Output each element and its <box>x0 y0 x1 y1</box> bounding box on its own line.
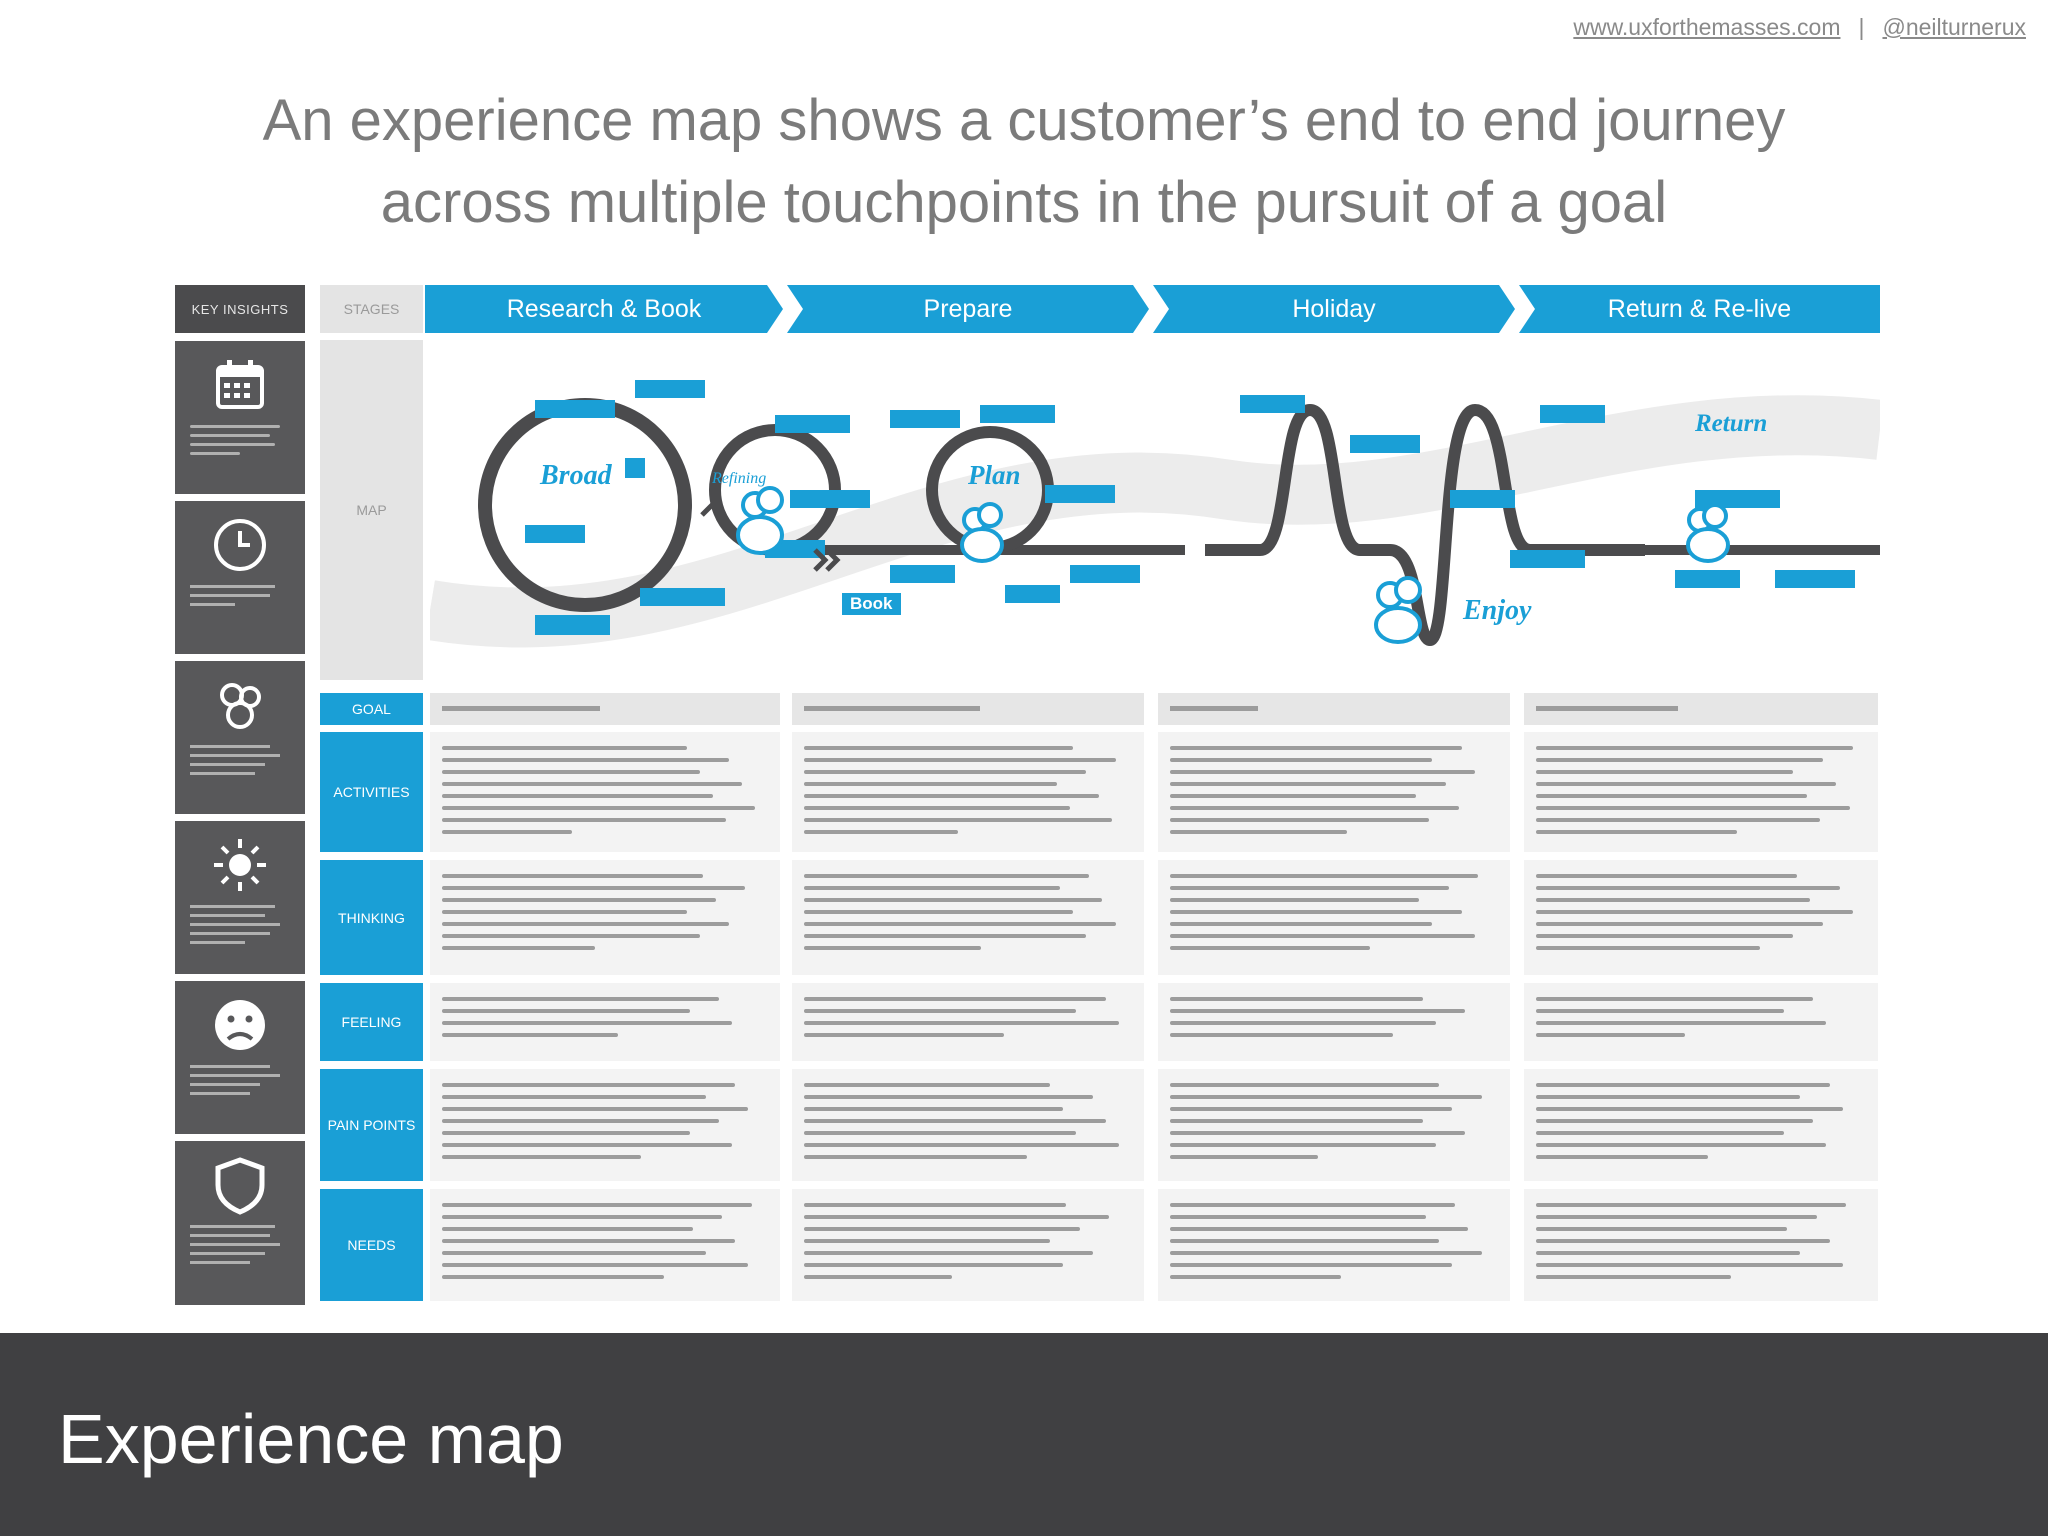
footer-bar: Experience map <box>0 1333 2048 1536</box>
insight-card <box>175 661 305 814</box>
insight-text <box>190 1065 290 1095</box>
row-label-goal: GOAL <box>320 693 423 725</box>
row-label-needs: NEEDS <box>320 1189 423 1301</box>
clock-icon <box>214 519 266 571</box>
map-text-cell <box>792 860 1144 975</box>
calendar-icon <box>216 360 264 409</box>
map-text-cell <box>792 1189 1144 1301</box>
map-text-cell <box>1524 860 1878 975</box>
loop-label-refining: Refining <box>712 470 767 487</box>
slide-headline: An experience map shows a customer’s end… <box>0 80 2048 244</box>
map-text-cell <box>430 1189 780 1301</box>
insight-text <box>190 585 290 606</box>
map-text-cell <box>1524 1189 1878 1301</box>
insight-card <box>175 821 305 974</box>
row-label-activities: ACTIVITIES <box>320 732 423 852</box>
sun-icon <box>214 839 266 891</box>
goal-cell-prepare <box>792 693 1144 725</box>
key-insights-header: KEY INSIGHTS <box>175 285 305 333</box>
map-text-cell <box>1158 732 1510 852</box>
insight-text <box>190 1225 290 1264</box>
headline-line-2: across multiple touchpoints in the pursu… <box>380 170 1668 235</box>
shield-icon <box>215 1157 265 1215</box>
loop-label-broad: Broad <box>540 460 612 491</box>
headline-line-1: An experience map shows a customer’s end… <box>262 88 1786 153</box>
map-text-cell <box>1524 1069 1878 1181</box>
insight-card <box>175 981 305 1134</box>
stage-header-holiday: Holiday <box>1153 285 1515 333</box>
journey-map-visual: Broad Refining Book Plan Enjoy Return <box>425 340 1884 665</box>
map-text-cell <box>792 983 1144 1061</box>
topbar-separator: | <box>1858 14 1865 40</box>
stage-header-research-book: Research & Book <box>425 285 783 333</box>
goal-cell-return <box>1524 693 1878 725</box>
website-link[interactable]: www.uxforthemasses.com <box>1573 14 1841 40</box>
map-text-cell <box>430 860 780 975</box>
row-label-feeling: FEELING <box>320 983 423 1061</box>
topbar: www.uxforthemasses.com | @neilturnerux <box>1573 14 2026 41</box>
map-text-cell <box>1158 983 1510 1061</box>
loop-label-return: Return <box>1695 410 1768 437</box>
insight-card <box>175 1141 305 1305</box>
map-text-cell <box>792 732 1144 852</box>
insight-card <box>175 341 305 494</box>
loop-label-plan: Plan <box>968 460 1021 490</box>
insight-text <box>190 745 290 775</box>
map-text-cell <box>430 732 780 852</box>
row-label-thinking: THINKING <box>320 860 423 975</box>
key-insights-column: KEY INSIGHTS <box>175 285 305 1305</box>
goal-cell-holiday <box>1158 693 1510 725</box>
row-label-pain-points: PAIN POINTS <box>320 1069 423 1181</box>
map-text-cell <box>1524 983 1878 1061</box>
loop-label-book: Book <box>842 593 901 615</box>
insight-text <box>190 425 290 463</box>
insight-text <box>190 905 290 944</box>
sad-face-icon <box>215 1000 265 1050</box>
goal-cell-research <box>430 693 780 725</box>
experience-map-image: KEY INSIGHTS STAGES MAP GOAL ACTIVITIES <box>175 285 1884 1305</box>
map-text-cell <box>430 1069 780 1181</box>
twitter-handle-link[interactable]: @neilturnerux <box>1882 14 2026 40</box>
group-icon <box>220 683 261 729</box>
map-text-cell <box>792 1069 1144 1181</box>
insight-card <box>175 501 305 654</box>
stages-label: STAGES <box>320 285 423 333</box>
map-text-cell <box>1524 732 1878 852</box>
journey-path-graphic <box>425 380 1884 648</box>
map-text-cell <box>1158 860 1510 975</box>
slide-title: Experience map <box>58 1400 564 1478</box>
map-text-cell <box>1158 1069 1510 1181</box>
stage-header-prepare: Prepare <box>787 285 1149 333</box>
loop-label-enjoy: Enjoy <box>1463 595 1532 626</box>
stage-header-return-relive: Return & Re-live <box>1519 285 1880 333</box>
map-text-cell <box>430 983 780 1061</box>
map-text-cell <box>1158 1189 1510 1301</box>
row-label-map: MAP <box>320 340 423 680</box>
